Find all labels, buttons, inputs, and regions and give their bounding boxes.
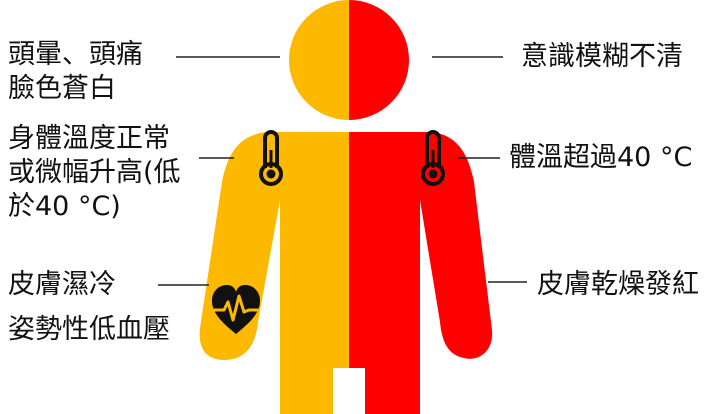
left-temp-line-2: 或微幅升高(低 [8,157,181,188]
right-skin-symptom: 皮膚乾燥發紅 [537,269,699,300]
right-body-temp-symptom: 體溫超過40 °C [509,142,693,173]
left-temp-line-1: 身體溫度正常 [8,123,170,154]
thermometer-icon [421,130,445,186]
left-blood-pressure-symptom: 姿勢性低血壓 [8,314,170,345]
label-connectors [158,56,527,286]
left-head-line-2: 臉色蒼白 [8,73,116,104]
left-body-temp-symptoms: 身體溫度正常 或微幅升高(低 於40 °C) [8,122,181,224]
left-skin-symptom: 皮膚濕冷 [8,269,116,300]
left-head-line-1: 頭暈、頭痛 [8,39,143,70]
leg-gap [333,368,365,414]
thermometer-icon [259,130,283,186]
left-temp-line-3: 於40 °C) [8,191,121,222]
heart-pulse-icon [212,285,260,334]
right-head-symptom: 意識模糊不清 [521,41,683,72]
left-head-symptoms: 頭暈、頭痛 臉色蒼白 [8,38,143,106]
